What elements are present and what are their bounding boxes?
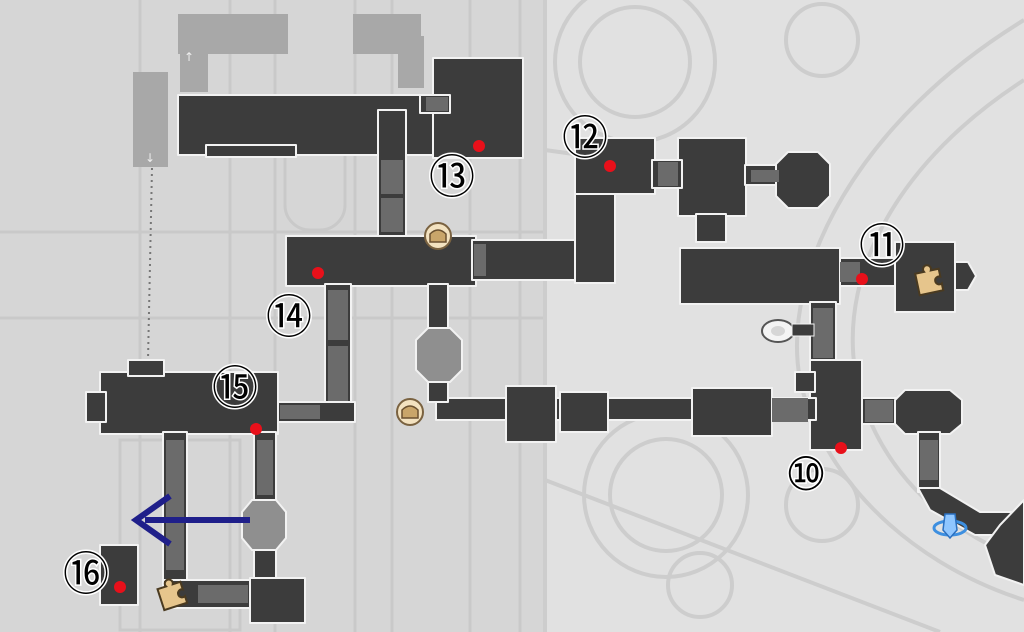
marker-dot-13 — [473, 140, 485, 152]
octagon-rooms — [241, 327, 463, 551]
map-background-right — [545, 0, 1024, 632]
marker-label-15: ⑮ — [212, 361, 258, 415]
marker-dot-14 — [312, 267, 324, 279]
space-anchor-icon — [932, 513, 968, 540]
treasure-chest-icon — [396, 398, 424, 426]
marker-dot-15 — [250, 423, 262, 435]
faded-rooms — [133, 14, 424, 167]
ring-pillar-icon — [761, 319, 815, 343]
marker-dot-11 — [856, 273, 868, 285]
stairs — [166, 97, 938, 603]
marker-dot-12 — [604, 160, 616, 172]
marker-dot-16 — [114, 581, 126, 593]
marker-labels: ⑩ ⑪ ⑫ ⑬ ⑭ ⑮ ⑯ — [62, 110, 907, 603]
hidden-path — [147, 167, 153, 361]
puzzle-piece-icon — [913, 264, 945, 297]
stairs-up-icon: ↑ — [184, 50, 194, 64]
marker-label-16: ⑯ — [63, 547, 109, 601]
marker-label-13: ⑬ — [429, 150, 475, 204]
marker-label-11: ⑪ — [859, 219, 905, 273]
marker-dot-10 — [835, 442, 847, 454]
stairs-down-icon: ↓ — [145, 151, 155, 165]
puzzle-piece-icon — [156, 578, 189, 612]
marker-label-14: ⑭ — [266, 290, 312, 344]
marker-label-10: ⑩ — [785, 447, 826, 501]
treasure-chest-icon — [424, 222, 452, 250]
location-markers — [114, 140, 868, 593]
rooms — [85, 57, 1024, 624]
marker-label-12: ⑫ — [562, 111, 608, 165]
exit-direction-arrow-icon — [130, 493, 250, 547]
